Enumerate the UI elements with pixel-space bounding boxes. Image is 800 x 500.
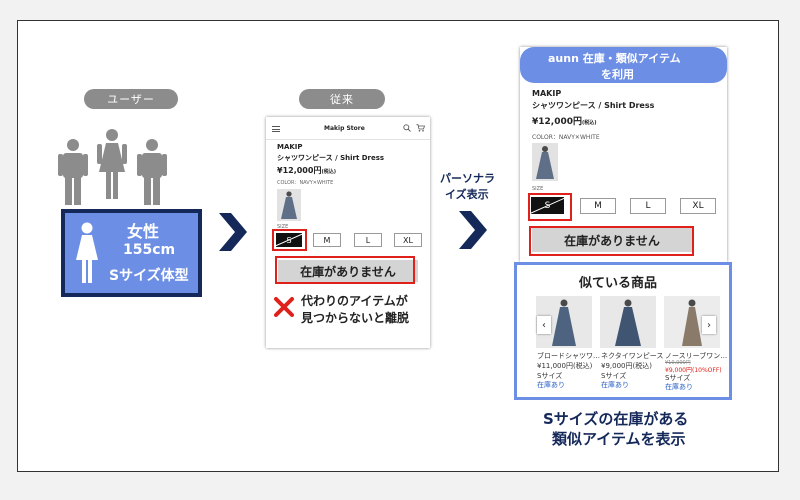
size-label: SIZE	[277, 224, 289, 230]
size-option-s[interactable]: S	[276, 233, 302, 247]
result-caption-line1: Sサイズの在庫がある	[543, 410, 689, 428]
aunn-header-line2: を利用	[601, 68, 634, 81]
search-icon[interactable]	[403, 124, 411, 132]
similar-item-stock: 在庫あり	[601, 381, 629, 389]
brand-name: MAKIP	[277, 143, 303, 151]
similar-item-size: Sサイズ	[665, 374, 691, 382]
woman-icon	[76, 222, 98, 283]
failure-caption-line2: 見つからないと離脱	[301, 311, 410, 325]
man-icon	[58, 139, 88, 205]
size-s-highlight	[528, 193, 572, 221]
user-gender: 女性	[127, 222, 160, 241]
similar-item-photo	[600, 296, 656, 348]
user-height: 155cm	[123, 242, 176, 258]
failure-caption-line1: 代わりのアイテムが	[301, 294, 408, 308]
right-arrow-icon	[459, 211, 487, 249]
product-photo	[277, 189, 301, 221]
product-name: シャツワンピース / Shirt Dress	[532, 101, 655, 110]
cart-icon[interactable]	[416, 124, 425, 132]
out-of-stock-button[interactable]: 在庫がありません	[278, 260, 418, 282]
out-of-stock-highlight	[275, 256, 415, 284]
hamburger-icon[interactable]	[272, 126, 280, 132]
product-name: シャツワンピース / Shirt Dress	[277, 154, 385, 162]
size-s-highlight	[272, 229, 307, 251]
chevron-left-icon[interactable]: ‹	[537, 316, 551, 334]
similar-items-title: 似ている商品	[579, 276, 658, 291]
chevron-right-icon[interactable]: ›	[702, 316, 716, 334]
woman-icon	[97, 129, 127, 199]
out-of-stock-highlight	[529, 226, 694, 256]
size-option-xl[interactable]: XL	[680, 198, 716, 214]
personalize-label-line1: パーソナラ	[440, 172, 495, 185]
product-price: ¥12,000円(税込)	[277, 166, 337, 175]
size-option-l[interactable]: L	[354, 233, 382, 247]
similar-item-price: ¥11,000円(税込)	[537, 362, 593, 370]
similar-item-stock: 在庫あり	[665, 383, 693, 391]
conventional-pill: 従来	[299, 89, 385, 109]
size-label: SIZE	[532, 186, 544, 192]
out-of-stock-button[interactable]: 在庫がありません	[532, 228, 692, 252]
similar-item-price: ¥9,000円(税込)	[601, 362, 652, 370]
target-user-card: 女性 155cm Sサイズ体型	[61, 209, 202, 297]
similar-item-size: Sサイズ	[601, 372, 627, 380]
personalize-label-line2: イズ表示	[445, 188, 489, 201]
size-option-xl[interactable]: XL	[394, 233, 422, 247]
aunn-header: aunn 在庫・類似アイテム を利用	[520, 47, 727, 83]
cross-icon	[274, 297, 294, 317]
similar-items-panel: 似ている商品 ブロードシャツワ… ¥11,000円(税込) Sサイズ 在庫あり …	[514, 262, 732, 400]
product-price: ¥12,000円(税込)	[532, 117, 597, 127]
similar-item-stock: 在庫あり	[537, 381, 565, 389]
product-photo	[532, 143, 558, 181]
user-pill: ユーザー	[84, 89, 178, 109]
conventional-phone: Makip Store MAKIP シャツワンピース / Shirt Dress…	[266, 117, 430, 348]
user-body-type: Sサイズ体型	[109, 268, 189, 284]
shop-name: Makip Store	[324, 125, 365, 132]
product-color: COLOR：NAVY✕WHITE	[277, 180, 334, 186]
similar-item-card[interactable]: ノースリーブワン… ¥10,000円 ¥9,000円(10%OFF) Sサイズ …	[664, 296, 727, 392]
result-caption-line2: 類似アイテムを表示	[552, 430, 686, 448]
man-icon	[137, 139, 167, 205]
similar-item-card[interactable]: ネクタイワンピース ¥9,000円(税込) Sサイズ 在庫あり	[600, 296, 663, 392]
brand-name: MAKIP	[532, 89, 562, 98]
similar-item-name: ブロードシャツワ…	[537, 352, 600, 360]
size-option-m[interactable]: M	[580, 198, 616, 214]
similar-item-card[interactable]: ブロードシャツワ… ¥11,000円(税込) Sサイズ 在庫あり	[536, 296, 600, 392]
size-option-m[interactable]: M	[313, 233, 341, 247]
similar-item-size: Sサイズ	[537, 372, 563, 380]
aunn-header-line1: aunn 在庫・類似アイテム	[548, 52, 681, 65]
size-option-l[interactable]: L	[630, 198, 666, 214]
similar-item-old-price: ¥10,000円	[665, 360, 691, 366]
product-color: COLOR：NAVY✕WHITE	[532, 134, 600, 141]
similar-item-name: ノースリーブワン…	[665, 352, 728, 360]
right-arrow-icon	[219, 213, 247, 251]
similar-item-price: ¥9,000円(10%OFF)	[665, 367, 722, 374]
similar-item-name: ネクタイワンピース	[601, 352, 664, 360]
size-option-s[interactable]: S	[531, 197, 564, 214]
